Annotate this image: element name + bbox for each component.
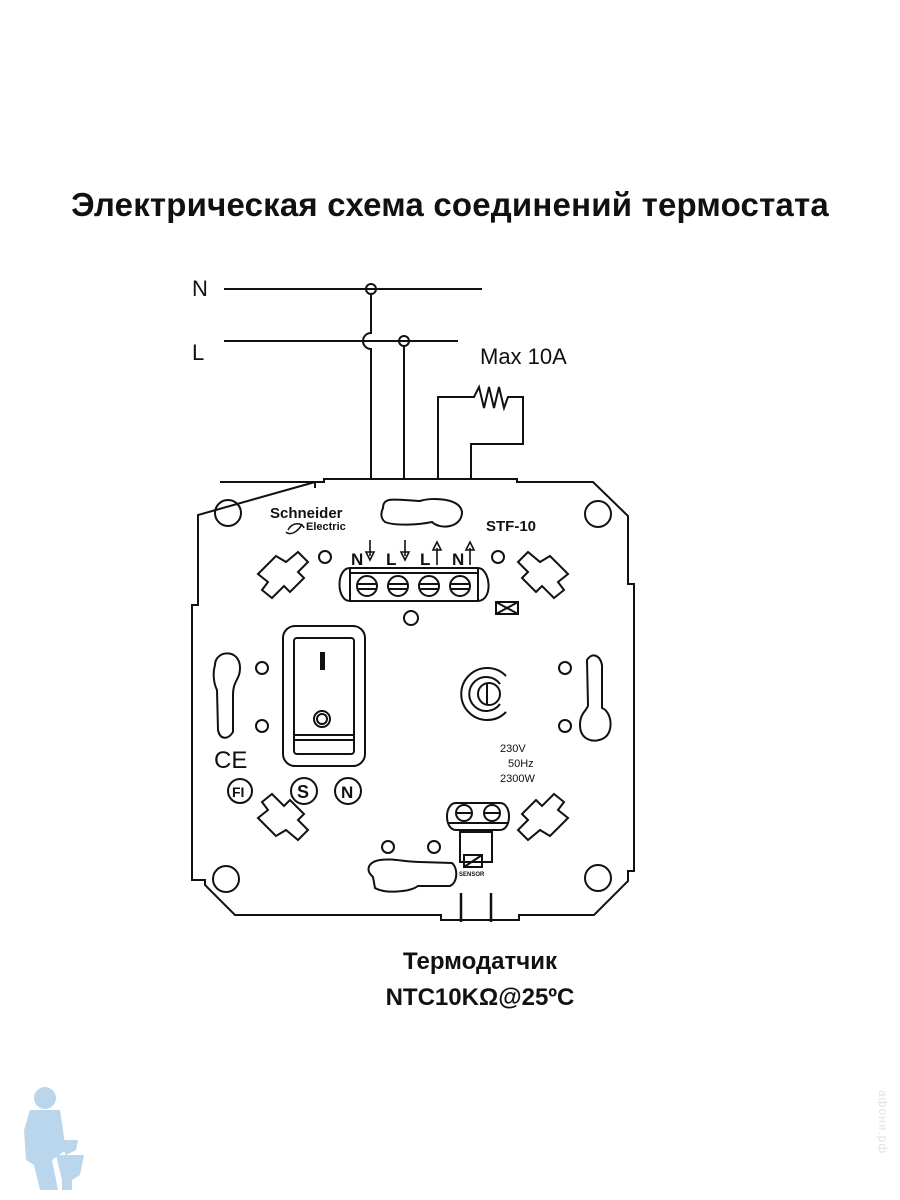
load-max-label: Max 10A (480, 344, 567, 369)
watermark: афоня.рф (876, 1090, 890, 1155)
load-resistor (437, 384, 524, 479)
terminal-arrows (364, 540, 476, 565)
clip-bottom-right (516, 792, 570, 842)
sensor-name: Термодатчик (403, 948, 557, 975)
neutral-wire (362, 294, 372, 479)
terminal-label-l-out: L (420, 550, 430, 569)
brand-line2: Electric (306, 521, 346, 533)
clip-bottom-left (256, 792, 310, 842)
cert-mark-n: N (341, 783, 353, 802)
sensor-spec: NTC10KΩ@25ºC (385, 984, 575, 1011)
diagram-title: Электрическая схема соединений термостат… (71, 186, 829, 223)
rating-power: 2300W (500, 773, 535, 785)
cert-mark-s: S (297, 782, 309, 802)
ce-mark: CE (214, 747, 247, 774)
model-label: STF-10 (486, 518, 536, 535)
switch-on-icon (320, 652, 325, 670)
schneider-logo-icon (285, 523, 305, 535)
terminal-label-l-in: L (386, 550, 396, 569)
clip-top-left (256, 550, 310, 600)
cert-marks (227, 777, 362, 805)
cert-mark-fi: FI (232, 784, 244, 800)
brand-line1: Schneider (270, 505, 343, 522)
live-label: L (192, 340, 204, 365)
terminal-label-n-out: N (452, 550, 464, 569)
terminal-label-n-in: N (351, 550, 363, 569)
plumber-mascot-icon (24, 1087, 84, 1190)
thermostat-plate (191, 478, 635, 922)
rating-voltage: 230V (500, 743, 526, 755)
terminal-screws (356, 575, 471, 597)
rating-frequency: 50Hz (508, 758, 534, 770)
clip-top-right (516, 550, 570, 600)
neutral-label: N (192, 276, 208, 301)
sensor-terminal-label: SENSOR (459, 872, 485, 878)
